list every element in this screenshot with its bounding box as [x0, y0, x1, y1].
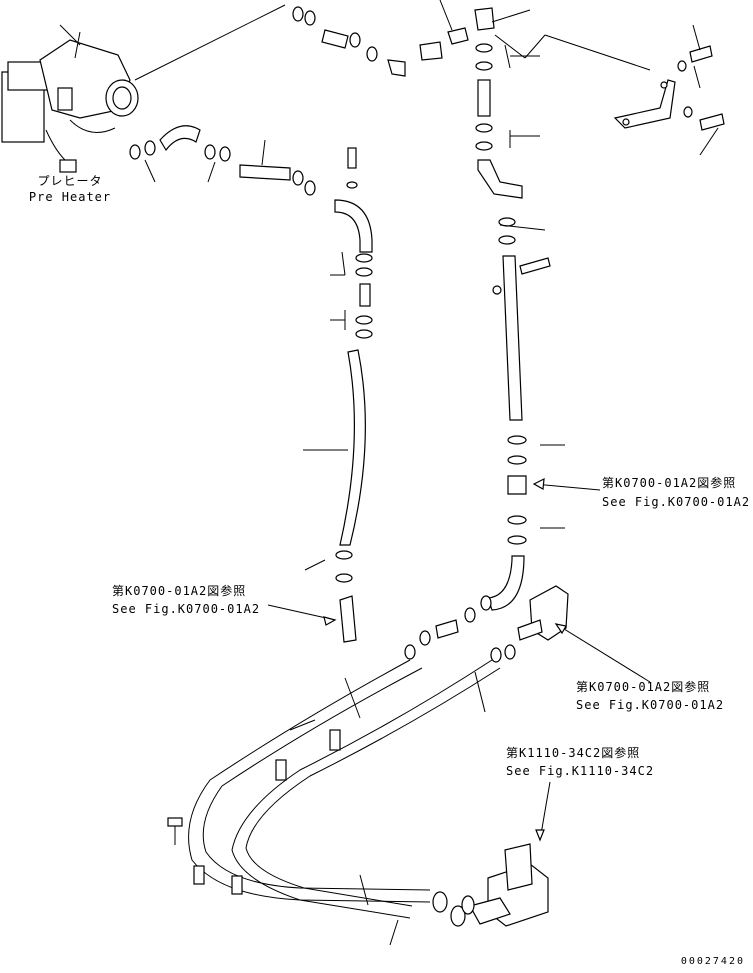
document-number: 00027420: [680, 956, 745, 967]
reference-1-jp: 第K0700-01A2図参照: [602, 476, 737, 490]
bottom-right-block: [432, 843, 549, 927]
reference-4-jp: 第K1110-34C2図参照: [506, 746, 641, 760]
left-hose-segment: [129, 125, 316, 196]
right-vertical-hose: [475, 43, 551, 611]
reference-2-jp: 第K0700-01A2図参照: [112, 584, 247, 598]
reference-1-en: See Fig.K0700-01A2: [602, 495, 751, 509]
reference-3-jp: 第K0700-01A2図参照: [576, 680, 711, 694]
reference-leaders: [267, 477, 651, 842]
preheater-label-en: Pre Heater: [28, 190, 112, 204]
bracket-top-right: [613, 24, 725, 156]
middle-left-hose: [303, 147, 373, 643]
callout-leaders: [289, 44, 565, 946]
preheater-label-jp: プレヒータ: [37, 174, 103, 188]
lower-hose-assembly: [167, 659, 501, 919]
pre-heater-unit: [1, 24, 139, 173]
center-fittings: [404, 585, 569, 663]
top-hose-chain: [134, 0, 651, 81]
reference-2-en: See Fig.K0700-01A2: [112, 602, 261, 616]
reference-3-en: See Fig.K0700-01A2: [576, 698, 725, 712]
reference-4-en: See Fig.K1110-34C2: [506, 764, 655, 778]
